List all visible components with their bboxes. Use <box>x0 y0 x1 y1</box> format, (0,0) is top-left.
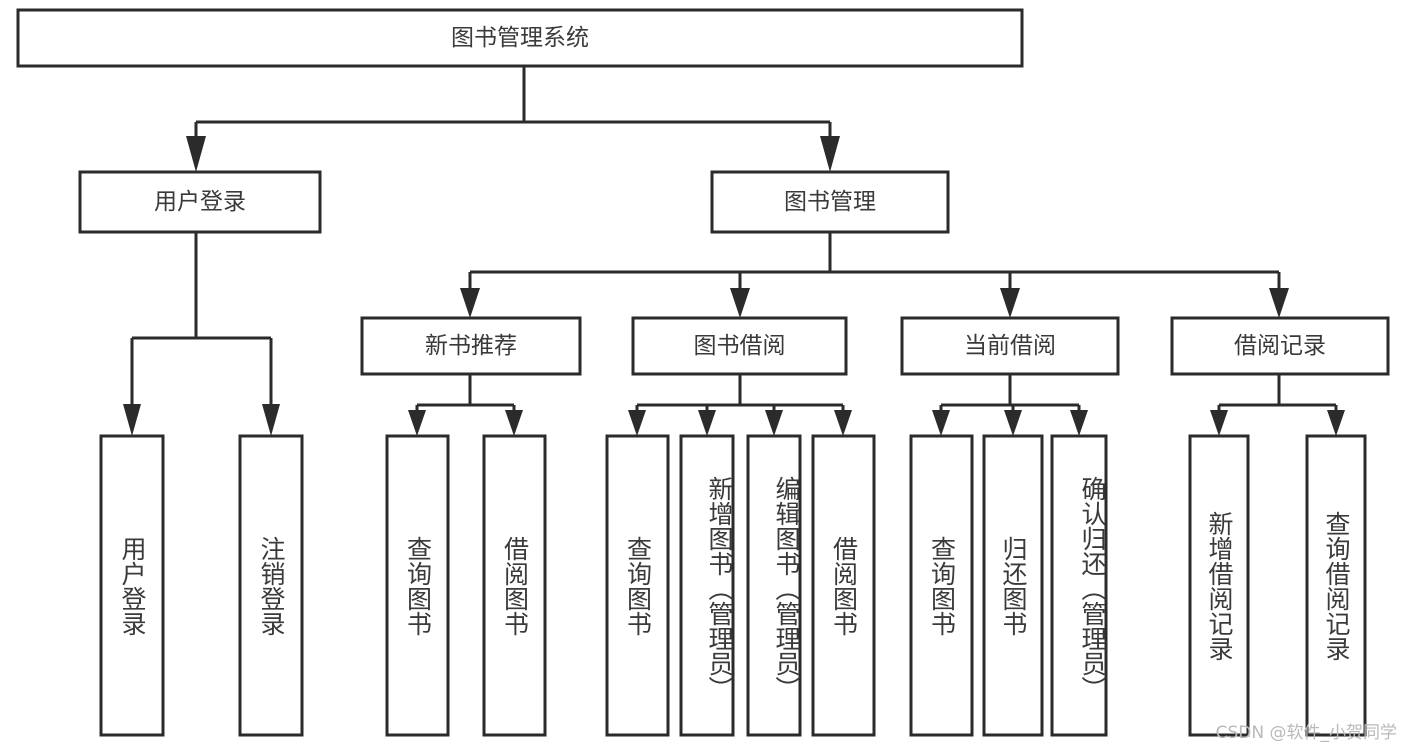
node-leaf-edit-book[interactable] <box>746 434 802 737</box>
arrowhead-leaf-confirm-return <box>1070 410 1088 436</box>
node-current-borrow[interactable] <box>900 316 1120 376</box>
node-leaf-query-record[interactable] <box>1305 434 1367 737</box>
csdn-watermark: CSDN @软件_小贺同学 <box>1215 723 1397 743</box>
node-leaf-add-record[interactable] <box>1188 434 1250 737</box>
node-user-login[interactable] <box>78 170 322 234</box>
node-leaf-return-book[interactable] <box>982 434 1044 737</box>
arrowhead-leaf-query-book-2 <box>628 410 646 436</box>
node-leaf-user-logout[interactable] <box>238 434 304 737</box>
arrowhead-leaf-edit-book <box>765 410 783 436</box>
arrowhead-leaf-return-book <box>1004 410 1022 436</box>
node-leaf-confirm-return[interactable] <box>1050 434 1108 737</box>
arrowhead-leaf-query-record <box>1327 410 1345 436</box>
node-leaf-query-book-3[interactable] <box>909 434 974 737</box>
arrowhead-leaf-borrow-book-2 <box>834 410 852 436</box>
arrowhead-leaf-add-record <box>1210 410 1228 436</box>
arrowhead-current-borrow <box>1000 288 1020 318</box>
node-leaf-query-book-1[interactable] <box>385 434 450 737</box>
node-leaf-borrow-book-1[interactable] <box>482 434 547 737</box>
node-leaf-add-book[interactable] <box>679 434 735 737</box>
arrowhead-leaf-add-book <box>698 410 716 436</box>
node-root[interactable] <box>16 8 1024 68</box>
node-borrow-record[interactable] <box>1170 316 1390 376</box>
arrowhead-leaf-user-logout <box>262 404 280 436</box>
arrowhead-book-manage <box>820 136 840 172</box>
arrowhead-leaf-user-login <box>123 404 141 436</box>
node-new-book-rec[interactable] <box>360 316 582 376</box>
arrowhead-new-book-rec <box>460 288 480 318</box>
arrowhead-book-borrow <box>730 288 750 318</box>
node-leaf-borrow-book-2[interactable] <box>811 434 876 737</box>
node-layer <box>16 8 1390 737</box>
arrowhead-leaf-borrow-book-1 <box>505 410 523 436</box>
arrowhead-leaf-query-book-1 <box>408 410 426 436</box>
node-leaf-query-book-2[interactable] <box>605 434 670 737</box>
arrowhead-borrow-record <box>1269 288 1289 318</box>
arrowhead-user-login <box>186 136 206 172</box>
arrowhead-leaf-query-book-3 <box>932 410 950 436</box>
node-book-borrow[interactable] <box>631 316 848 376</box>
connector-layer <box>123 66 1345 436</box>
node-book-manage[interactable] <box>710 170 950 234</box>
node-leaf-user-login[interactable] <box>99 434 165 737</box>
